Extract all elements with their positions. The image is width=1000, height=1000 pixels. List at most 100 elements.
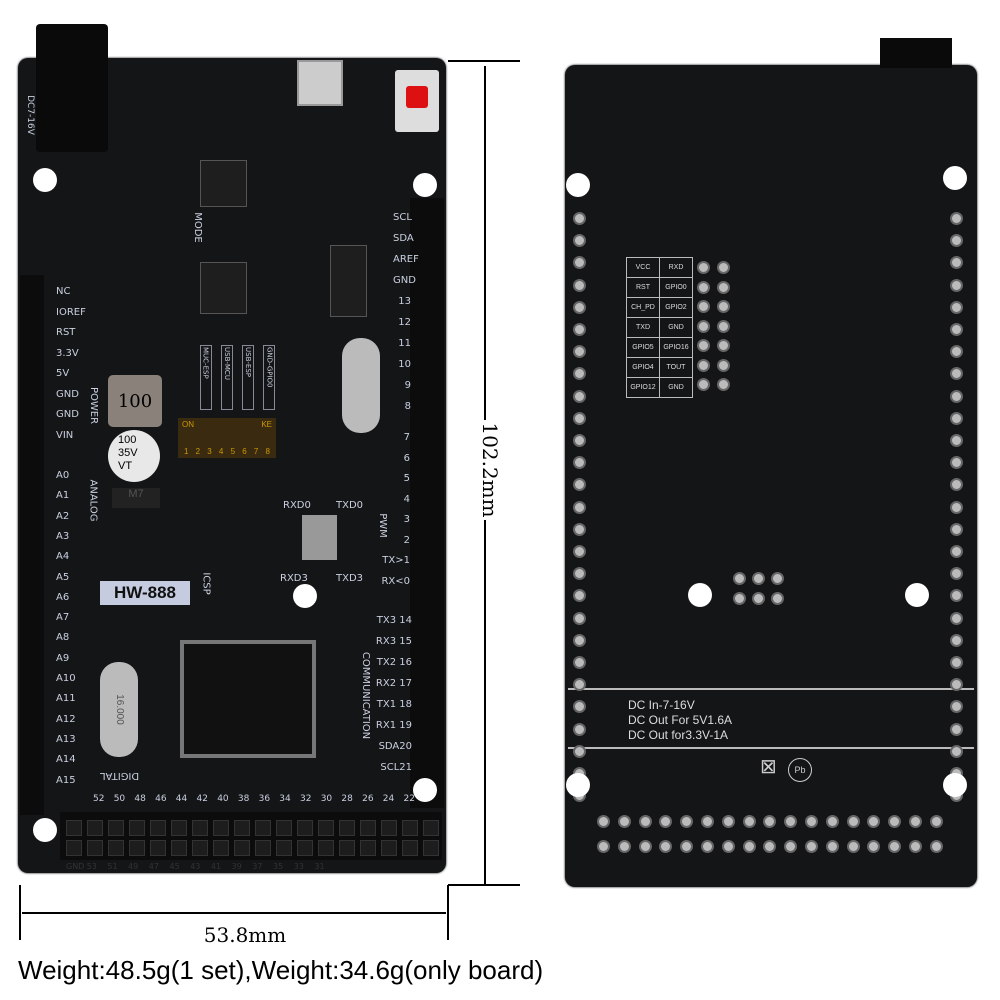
- pb-free-icon: Pb: [788, 758, 812, 782]
- dip-function-label: GND-GPIO0: [263, 345, 276, 410]
- header-via: [950, 212, 963, 225]
- header-via: [950, 522, 963, 536]
- bottom-pin-label: 47: [148, 862, 159, 871]
- analog-pin-label: A10: [56, 673, 76, 684]
- header-via: [573, 300, 586, 314]
- model-text: HW-888: [113, 583, 176, 602]
- esp-via: [717, 261, 730, 274]
- header-via: [573, 411, 586, 425]
- icsp-via: [771, 592, 784, 605]
- analog-pin-label: A0: [56, 470, 70, 481]
- analog-section-label: ANALOG: [87, 479, 99, 522]
- bottom-pin-label: 41: [210, 862, 222, 871]
- power-pin-label: 3.3V: [56, 347, 79, 359]
- bottom-pin-label: 36: [258, 794, 271, 804]
- header-via: [573, 478, 586, 492]
- header-pin: [360, 820, 376, 836]
- header-pin: [423, 820, 439, 836]
- header-via: [805, 815, 818, 828]
- dip-on: ON: [182, 420, 194, 429]
- header-via: [701, 815, 714, 828]
- mount-hole: [413, 778, 437, 802]
- icsp-via: [771, 572, 784, 585]
- digital-pin-label: 9: [404, 380, 411, 391]
- digital-pin-label: TX>1: [382, 555, 410, 566]
- dip-function-label: MUC-ESP: [199, 345, 212, 410]
- bottom-pin-label: 52: [93, 794, 105, 804]
- header-via: [950, 633, 963, 647]
- mount-hole: [293, 584, 317, 608]
- digital-pin-label: 7: [403, 432, 410, 443]
- header-pin: [234, 820, 250, 836]
- digital-pin-label: 12: [398, 317, 411, 328]
- power-pin-label: VIN: [56, 429, 74, 441]
- header-via: [638, 815, 652, 828]
- comm-pin-label: SCL21: [380, 762, 412, 773]
- header-pin: [150, 840, 166, 856]
- header-via: [950, 589, 963, 603]
- cap-label-2: 35V: [118, 447, 138, 459]
- analog-pin-label: A2: [56, 510, 70, 522]
- comm-pin-label: TX2 16: [376, 657, 412, 668]
- mount-hole: [413, 173, 437, 197]
- esp-via: [717, 280, 730, 294]
- analog-pin-label: A12: [56, 713, 76, 725]
- comm-pin-label: TX3 14: [376, 615, 412, 626]
- header-via: [950, 611, 963, 625]
- esp-via: [697, 339, 710, 352]
- header-via: [573, 722, 586, 736]
- esp-pin-cell: GPIO4: [626, 357, 660, 378]
- header-via: [638, 840, 652, 853]
- digital-section-label: DIGITAL: [100, 770, 140, 781]
- header-via: [573, 567, 586, 581]
- esp-via: [697, 378, 710, 391]
- header-via: [680, 840, 694, 853]
- header-pin: [339, 820, 355, 836]
- analog-pin-label: A13: [56, 733, 76, 745]
- esp-via: [697, 358, 710, 372]
- header-via: [950, 389, 963, 403]
- inductor: 100: [108, 375, 162, 427]
- dip-number: 1: [184, 447, 189, 456]
- esp-via: [717, 300, 730, 313]
- header-via: [950, 367, 963, 381]
- header-pin: [339, 840, 355, 856]
- bottom-pin-label: 42: [196, 794, 208, 804]
- bottom-pin-label: 43: [190, 862, 201, 871]
- header-pin: [402, 840, 418, 856]
- cap-label-1: 100: [118, 434, 137, 446]
- header-via: [573, 389, 586, 403]
- header-pin: [171, 840, 187, 856]
- analog-pin-label: A6: [56, 591, 70, 603]
- analog-pin-label: A8: [56, 632, 70, 644]
- back-power-jack: [880, 38, 952, 68]
- header-pin: [213, 820, 229, 836]
- header-via: [573, 323, 586, 336]
- mount-hole: [33, 168, 57, 192]
- header-via: [950, 300, 963, 314]
- dip-number: 8: [265, 447, 270, 456]
- header-pin: [381, 840, 397, 856]
- header-via: [929, 840, 943, 853]
- esp-via: [697, 261, 710, 274]
- power-pin-label: NC: [56, 286, 71, 297]
- header-pin: [255, 820, 271, 836]
- header-pin: [276, 820, 292, 836]
- separator-line: [568, 747, 974, 749]
- model-label: HW-888: [100, 581, 190, 605]
- digital-pin-label: 4: [403, 493, 410, 505]
- header-via: [680, 815, 694, 828]
- digital-pin-label: SDA: [393, 233, 414, 244]
- esp-via: [717, 378, 730, 391]
- header-pin: [150, 820, 166, 836]
- dip-number: 4: [218, 447, 224, 456]
- height-dim-top-tick: [448, 60, 520, 62]
- rxd3-label: RXD3: [280, 573, 308, 584]
- uart-switch: [302, 515, 337, 560]
